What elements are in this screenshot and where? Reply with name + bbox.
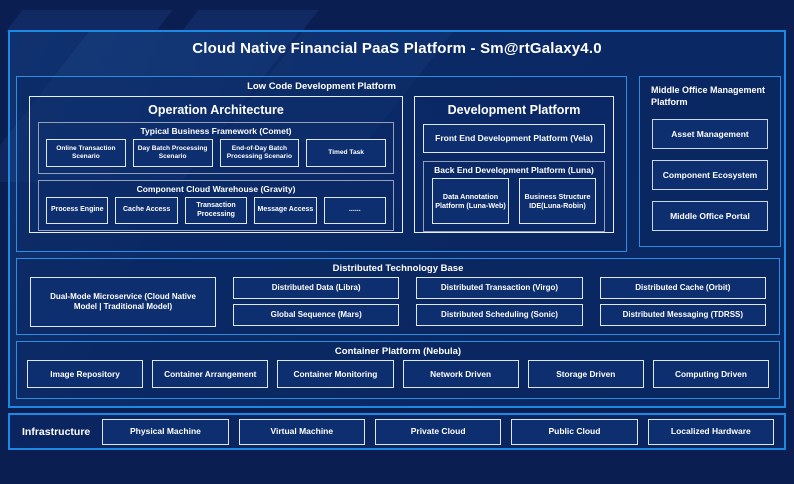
node-distributed-transaction-virgo: Distributed Transaction (Virgo) (416, 277, 583, 299)
node-distributed-scheduling-sonic: Distributed Scheduling (Sonic) (416, 304, 583, 326)
infrastructure-label: Infrastructure (22, 425, 91, 438)
container-platform-nebula-section: Container Platform (Nebula) Image Reposi… (16, 341, 780, 399)
node-network-driven: Network Driven (402, 360, 519, 388)
low-code-development-platform-section: Low Code Development Platform Operation … (16, 76, 627, 252)
node-business-structure-ide-luna-robin: Business Structure IDE(Luna-Robin) (519, 178, 596, 224)
node-middle-office-portal: Middle Office Portal (652, 201, 768, 232)
infrastructure-section: Infrastructure Physical Machine Virtual … (8, 413, 786, 450)
node-distributed-data-libra: Distributed Data (Libra) (233, 277, 400, 299)
node-component-ecosystem: Component Ecosystem (652, 160, 768, 191)
node-computing-driven: Computing Driven (652, 360, 770, 388)
distributed-column: Distributed Transaction (Virgo) Distribu… (416, 277, 583, 327)
decorative-band (181, 10, 319, 32)
node-message-access: Message Access (254, 197, 317, 224)
decorative-band (5, 10, 173, 32)
middle-office-label: Middle Office Management Platform (651, 85, 766, 107)
back-end-development-platform-luna-box: Back End Development Platform (Luna) Dat… (423, 161, 605, 232)
gravity-label: Component Cloud Warehouse (Gravity) (136, 184, 296, 194)
node-timed-task: Timed Task (306, 139, 386, 167)
luna-label: Back End Development Platform (Luna) (434, 165, 594, 175)
container-platform-label: Container Platform (Nebula) (334, 346, 462, 357)
distributed-column: Distributed Data (Libra) Global Sequence… (233, 277, 400, 327)
node-distributed-messaging-tdrss: Distributed Messaging (TDRSS) (599, 304, 766, 326)
node-storage-driven: Storage Driven (527, 360, 644, 388)
node-data-annotation-platform-luna-web: Data Annotation Platform (Luna-Web) (432, 178, 509, 224)
comet-label: Typical Business Framework (Comet) (140, 126, 292, 136)
node-asset-management: Asset Management (652, 119, 768, 150)
node-localized-hardware: Localized Hardware (647, 418, 774, 445)
node-online-transaction-scenario: Online Transaction Scenario (46, 139, 126, 167)
node-process-engine: Process Engine (46, 197, 109, 224)
operation-architecture-box: Operation Architecture Typical Business … (29, 96, 403, 233)
low-code-section-label: Low Code Development Platform (247, 81, 396, 92)
node-end-of-day-batch-processing-scenario: End-of-Day Batch Processing Scenario (219, 139, 300, 167)
distributed-label: Distributed Technology Base (332, 263, 464, 274)
node-private-cloud: Private Cloud (374, 418, 502, 445)
node-transaction-processing: Transaction Processing (184, 197, 248, 224)
development-platform-box: Development Platform Front End Developme… (414, 96, 614, 233)
component-cloud-warehouse-gravity-box: Component Cloud Warehouse (Gravity) Proc… (38, 180, 394, 231)
node-container-arrangement: Container Arrangement (152, 360, 269, 388)
typical-business-framework-comet-box: Typical Business Framework (Comet) Onlin… (38, 122, 394, 174)
node-physical-machine: Physical Machine (102, 418, 229, 445)
node-container-monitoring: Container Monitoring (277, 360, 394, 388)
node-day-batch-processing-scenario: Day Batch Processing Scenario (132, 139, 213, 167)
node-global-sequence-mars: Global Sequence (Mars) (233, 304, 400, 326)
operation-architecture-title: Operation Architecture (148, 103, 284, 117)
node-public-cloud: Public Cloud (511, 418, 638, 445)
node-image-repository: Image Repository (27, 360, 144, 388)
distributed-technology-base-section: Distributed Technology Base Dual-Mode Mi… (16, 258, 780, 335)
node-cache-access: Cache Access (115, 197, 178, 224)
platform-diagram-frame: Cloud Native Financial PaaS Platform - S… (0, 30, 786, 408)
middle-office-management-platform-section: Middle Office Management Platform Asset … (639, 76, 781, 247)
page-title: Cloud Native Financial PaaS Platform - S… (192, 40, 602, 57)
node-virtual-machine: Virtual Machine (238, 418, 365, 445)
node-ellipsis: ...... (323, 197, 387, 224)
distributed-column: Distributed Cache (Orbit) Distributed Me… (599, 277, 766, 327)
node-front-end-development-platform-vela: Front End Development Platform (Vela) (423, 124, 605, 153)
node-distributed-cache-orbit: Distributed Cache (Orbit) (599, 277, 766, 299)
development-platform-title: Development Platform (447, 103, 581, 117)
node-dual-mode-microservice: Dual-Mode Microservice (Cloud Native Mod… (30, 277, 216, 327)
